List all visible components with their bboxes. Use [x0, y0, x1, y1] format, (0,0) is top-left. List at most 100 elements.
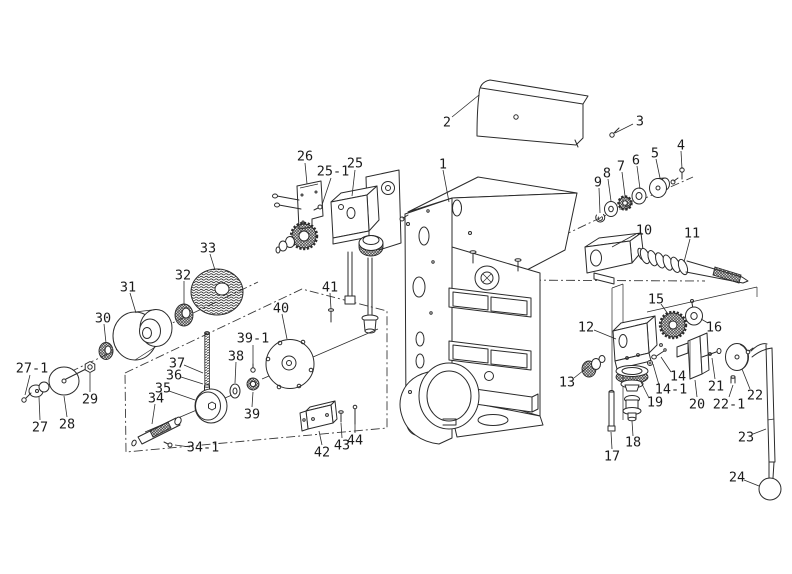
leader-line-20	[694, 379, 698, 398]
part-label-16: 16	[706, 320, 722, 336]
part-32-bearing	[174, 303, 194, 327]
leader-line-37	[183, 364, 204, 374]
part-40-cover	[261, 328, 379, 390]
part-11-worm-shaft	[637, 247, 749, 284]
part-label-27-1: 27-1	[16, 361, 49, 377]
leader-line-14-1	[652, 363, 660, 386]
part-label-6: 6	[632, 153, 640, 169]
part-43-screw	[338, 410, 344, 423]
part-25-1-screws	[272, 193, 323, 211]
part-label-42: 42	[314, 445, 330, 461]
part-12-block	[612, 315, 658, 370]
leader-line-14	[660, 356, 672, 373]
part-14-1-screw	[647, 360, 653, 366]
leader-line-27-1	[24, 374, 31, 396]
part-label-17: 17	[604, 449, 620, 465]
part-1-headstock-body	[399, 176, 578, 445]
part-19-pulley	[615, 365, 649, 392]
part-25-block	[330, 169, 410, 251]
part-label-35: 35	[155, 381, 171, 397]
part-22-dial	[725, 343, 754, 371]
leader-line-24	[743, 479, 760, 487]
part-label-25: 25	[347, 156, 363, 172]
leader-line-28	[63, 395, 68, 418]
part-10-bracket-block	[584, 232, 644, 285]
leader-line-3	[614, 123, 634, 134]
part-35-hub-disc	[194, 388, 228, 424]
part-17-pin	[607, 390, 616, 432]
leader-line-9	[598, 187, 601, 214]
part-31-pulley	[112, 309, 173, 361]
part-label-26: 26	[297, 149, 313, 165]
part-label-25-1: 25-1	[317, 164, 350, 180]
part-7-bearing	[617, 195, 633, 211]
part-13-knob	[581, 355, 606, 378]
part-3-screw	[609, 127, 620, 138]
part-label-18: 18	[625, 435, 641, 451]
part-label-44: 44	[347, 433, 363, 449]
leader-line-30	[103, 323, 107, 344]
part-label-22-1: 22-1	[713, 397, 746, 413]
leader-line-31	[129, 292, 137, 314]
part-label-23: 23	[738, 430, 754, 446]
part-label-5: 5	[651, 146, 659, 162]
part-label-11: 11	[684, 226, 700, 242]
part-20-bracket	[676, 332, 710, 380]
part-label-24: 24	[729, 470, 745, 486]
leader-line-15	[660, 303, 669, 315]
leader-line-10	[611, 233, 637, 248]
part-label-14-1: 14-1	[655, 382, 688, 398]
part-label-39-1: 39-1	[237, 331, 270, 347]
part-label-4: 4	[677, 138, 685, 154]
part-label-19: 19	[647, 395, 663, 411]
part-label-29: 29	[82, 392, 98, 408]
part-14-screw	[651, 343, 667, 360]
part-8-washer	[604, 201, 618, 217]
part-label-10: 10	[636, 223, 652, 239]
leader-line-22	[741, 368, 751, 390]
part-39-nut	[246, 377, 260, 391]
part-15-gear	[658, 310, 688, 340]
leader-line-40	[281, 313, 288, 340]
leader-line-25	[351, 169, 356, 197]
leader-line-36	[180, 376, 204, 385]
leader-line-7	[621, 171, 626, 197]
leader-line-18	[631, 420, 634, 437]
leader-line-41	[329, 292, 332, 310]
leader-line-21	[711, 357, 716, 380]
part-label-41: 41	[322, 280, 338, 296]
part-label-31: 31	[120, 280, 136, 296]
leader-line-25-1	[321, 177, 332, 206]
part-label-37: 37	[169, 356, 185, 372]
leader-line-34-1	[174, 444, 191, 448]
part-27-knob	[28, 381, 50, 398]
leader-line-5	[655, 158, 661, 179]
part-label-1: 1	[439, 157, 447, 173]
part-label-38: 38	[228, 349, 244, 365]
part-label-22: 22	[747, 388, 763, 404]
part-label-7: 7	[617, 159, 625, 175]
part-9-clip	[595, 213, 606, 223]
part-label-40: 40	[273, 301, 289, 317]
leader-line-12	[593, 329, 617, 340]
part-37-threaded-rod	[204, 331, 210, 386]
leader-line-16	[700, 318, 709, 324]
part-29-nut	[84, 361, 96, 373]
part-label-15: 15	[648, 292, 664, 308]
part-5-pulley	[649, 177, 679, 198]
part-21-screw	[701, 348, 722, 358]
leader-line-19	[640, 381, 650, 399]
leader-line-2	[451, 94, 480, 118]
leader-line-42	[318, 430, 323, 446]
leader-line-35	[168, 390, 196, 401]
leader-line-43	[340, 422, 343, 439]
leader-line-6	[636, 165, 641, 190]
leader-line-27	[38, 396, 41, 421]
leader-line-11	[683, 238, 691, 263]
part-42-bracket	[299, 400, 338, 432]
part-label-39: 39	[244, 407, 260, 423]
part-label-3: 3	[636, 114, 644, 130]
part-33-coil-spring	[190, 268, 244, 316]
